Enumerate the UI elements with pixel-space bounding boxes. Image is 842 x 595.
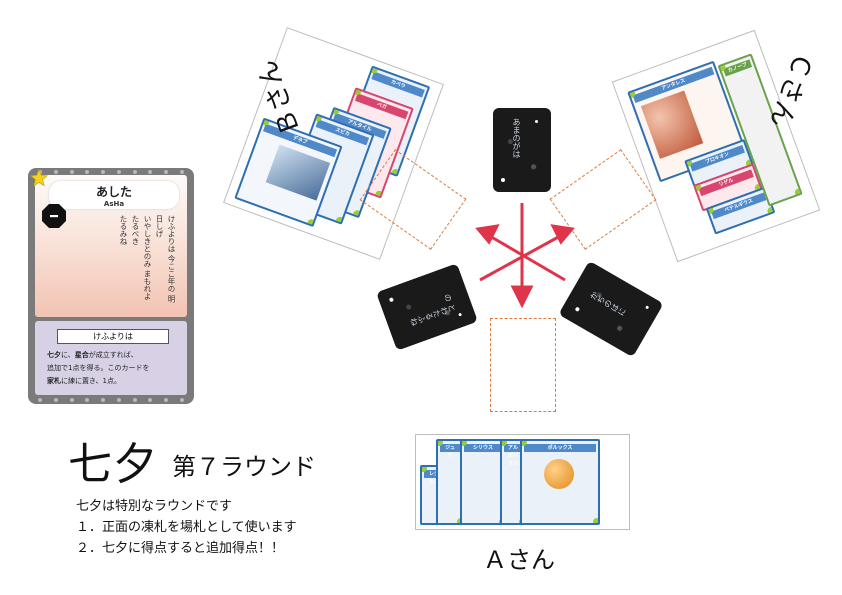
round-title: 七夕 xyxy=(68,439,158,490)
poem-line: いやしきとのみ まもれよたるべき xyxy=(131,215,152,300)
center-night-card[interactable]: あまのがは xyxy=(493,108,551,192)
card-art xyxy=(640,90,704,159)
rules-line: ２．七夕に得点すると追加得点！！ xyxy=(76,541,285,556)
left-night-card[interactable]: とわたるふねの xyxy=(375,263,479,351)
card-art xyxy=(265,144,331,201)
arrow-line xyxy=(487,233,566,282)
card-frame-dots xyxy=(38,170,184,174)
arrow-head xyxy=(550,224,575,245)
card-poem: あまのがは xyxy=(512,118,521,158)
ability-text: 七夕に、星合が成立すれば、 追加で1点を得る。このカードを 家札に練に置き、1点… xyxy=(47,351,150,385)
card-title: あした xyxy=(95,185,132,199)
ability-name: けふよりは xyxy=(57,329,169,344)
arrow-head xyxy=(510,285,534,309)
round-subtitle: 第７ラウンド xyxy=(172,453,316,481)
rules-description: 七夕は特別なラウンドです １．正面の凍札を場札として使います ２．七夕に得点する… xyxy=(76,496,297,559)
player-a-label: Ａさん xyxy=(483,546,555,574)
card-poem: とわたるふねの xyxy=(408,292,458,328)
featured-card[interactable]: あした AsHa けふよりは 今ここ年の 明日しげ いやしきとのみ まもれよたる… xyxy=(28,168,194,404)
card-poem: かぢのはに xyxy=(588,289,628,318)
arrow-line xyxy=(479,233,563,282)
pass-arrows xyxy=(475,203,575,309)
poem-line: けふよりは 今ここ年の 明日しげ xyxy=(155,215,176,303)
planet-art xyxy=(544,459,574,489)
card-art-panel: あした AsHa けふよりは 今ここ年の 明日しげ いやしきとのみ まもれよたる… xyxy=(30,169,187,317)
rules-line: １．正面の凍札を場札として使います xyxy=(76,520,297,535)
card-title-bar: あした AsHa xyxy=(49,181,179,209)
empty-slot-bottom[interactable] xyxy=(490,318,556,412)
ability-keyword: 七夕 xyxy=(47,351,61,359)
card-poem: けふよりは 今ここ年の 明日しげ いやしきとのみ まもれよたるべき たるみね xyxy=(117,215,177,303)
card-frame-dots xyxy=(38,398,184,402)
poem-line: たるみね xyxy=(119,215,128,245)
card-subtitle: AsHa xyxy=(103,200,125,208)
card-ability-panel: けふよりは 七夕に、星合が成立すれば、 追加で1点を得る。このカードを 家札に練… xyxy=(35,321,187,395)
rules-line: 七夕は特別なラウンドです xyxy=(76,499,233,514)
player-a-area: レグルス ジュウ シリウス アルデバラン ポルックス xyxy=(415,434,630,530)
minus-octagon-icon xyxy=(42,204,66,228)
star-icon xyxy=(30,169,48,187)
player-a-card[interactable]: シリウス xyxy=(460,439,506,525)
player-a-card[interactable]: ポルックス xyxy=(520,439,600,525)
arrow-head xyxy=(475,224,500,245)
